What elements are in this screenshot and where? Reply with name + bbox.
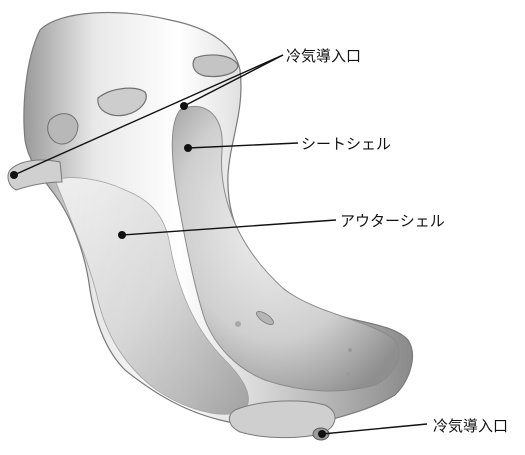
leader-dot: [118, 231, 126, 239]
seat-pan-hole: [346, 372, 350, 376]
label-outer-shell: アウターシェル: [340, 212, 445, 230]
label-cool-air-inlet-bottom: 冷気導入口: [433, 417, 508, 435]
leader-dot: [180, 102, 188, 110]
headrest-slot-right: [193, 55, 238, 77]
leader-dot: [10, 171, 18, 179]
label-seat-shell: シートシェル: [301, 135, 391, 153]
leader-line-inlet-bottom: [322, 424, 427, 434]
seat-pan-hole: [235, 321, 241, 327]
leader-dot: [184, 144, 192, 152]
seat-pan-hole: [348, 348, 352, 352]
leader-dot: [318, 430, 326, 438]
label-cool-air-inlet-top: 冷気導入口: [286, 47, 361, 65]
